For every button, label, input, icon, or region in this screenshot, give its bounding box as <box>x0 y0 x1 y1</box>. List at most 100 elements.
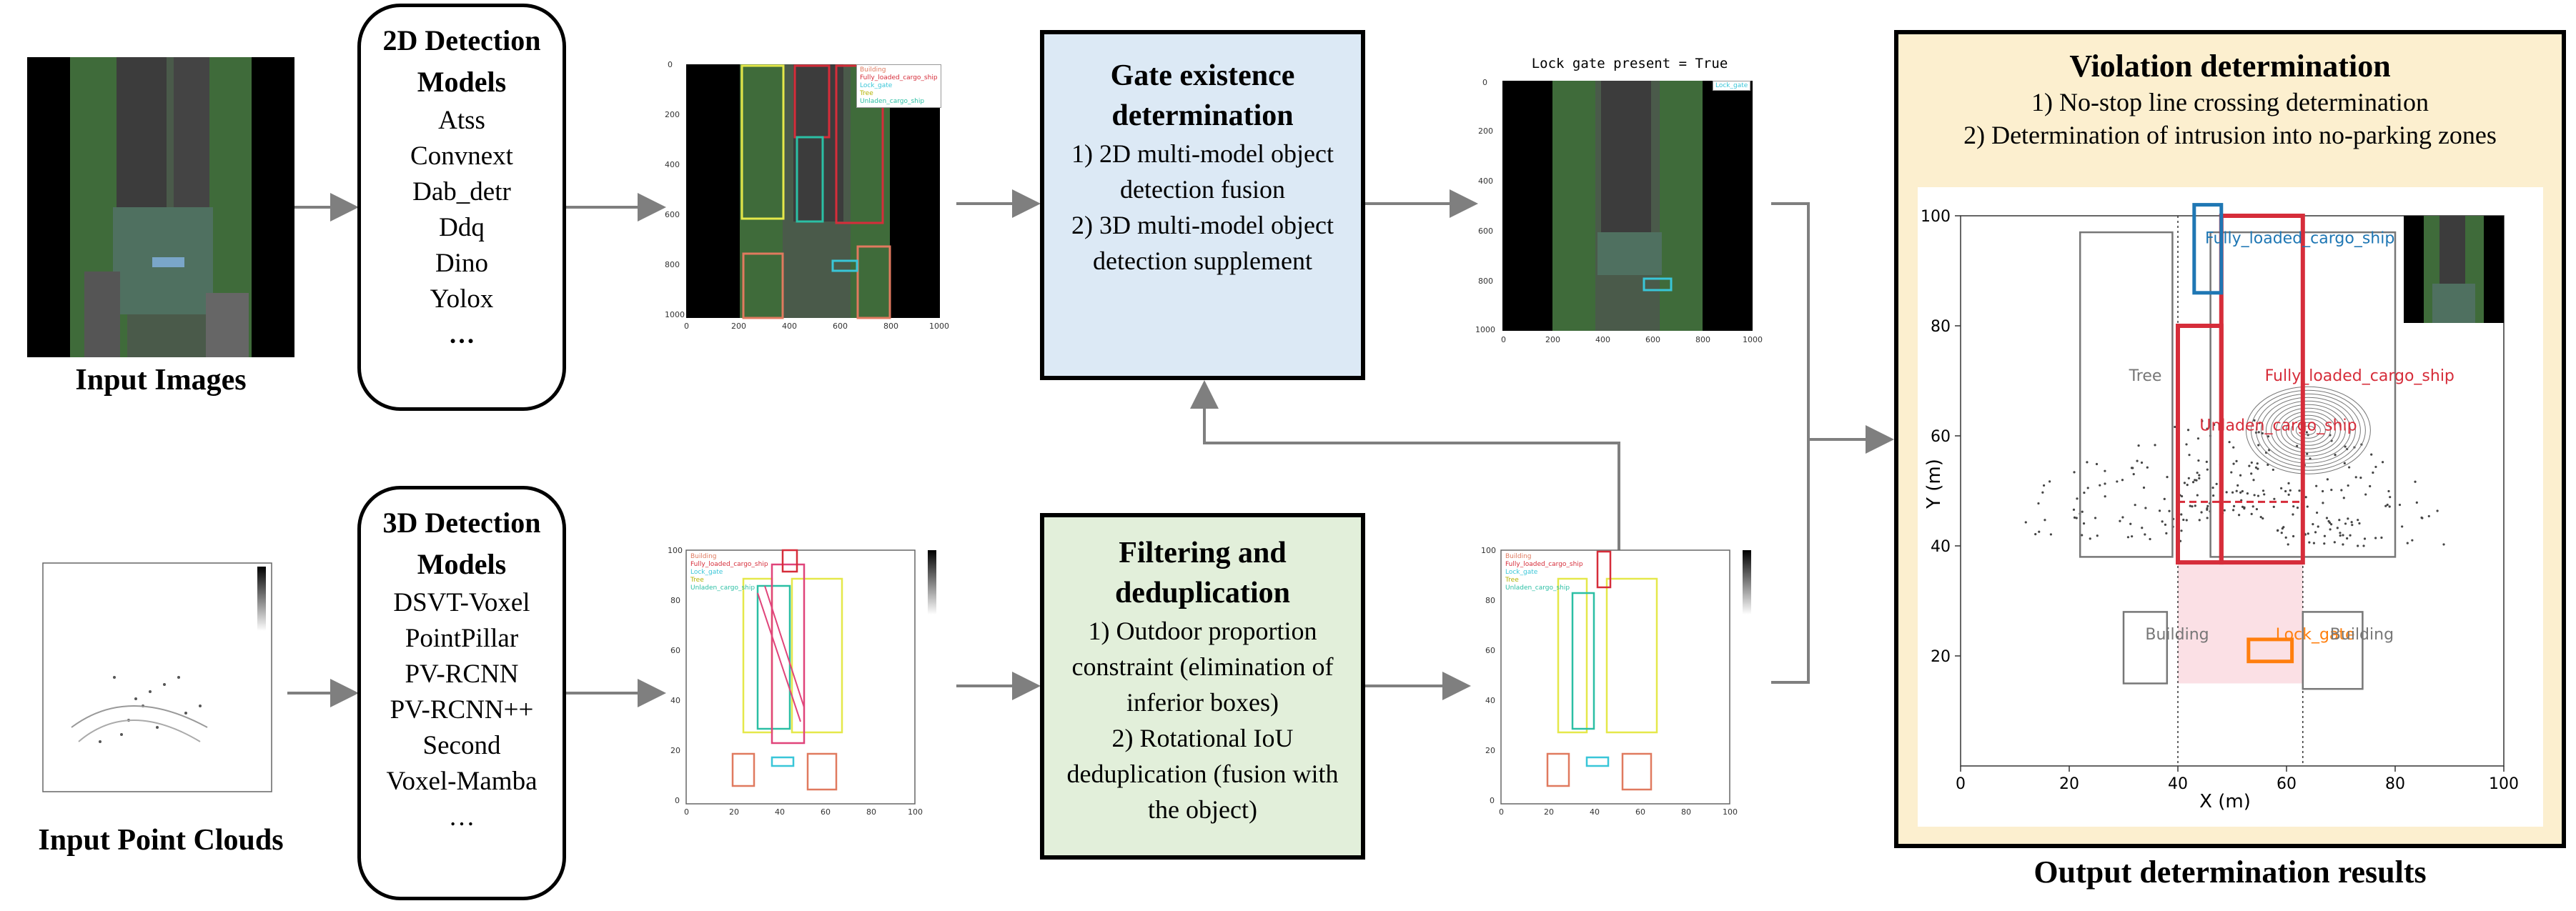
point-cloud-point <box>2166 476 2169 479</box>
x-tick: 80 <box>1681 807 1691 817</box>
point-cloud-point <box>2287 482 2290 484</box>
point-cloud-point <box>2358 522 2361 525</box>
x-tick: 80 <box>866 807 876 817</box>
model-item: Atss <box>438 106 485 135</box>
3d-models-list: DSVT-Voxel PointPillar PV-RCNN PV-RCNN++… <box>361 585 563 835</box>
violation-title: Violation determination <box>2069 49 2391 84</box>
box-label: Fully_loaded_cargo_ship <box>2205 230 2394 248</box>
legend-entry: Building <box>1505 553 1532 560</box>
legend-entry: Unladen_cargo_ship <box>860 98 925 105</box>
point-cloud-point <box>2185 443 2188 446</box>
point-cloud-point <box>2351 524 2354 527</box>
3d-detection-result: Building Fully_loaded_cargo_ship Lock_ga… <box>665 543 958 829</box>
point-cloud-point <box>2380 536 2383 539</box>
point-cloud-point <box>2347 484 2349 487</box>
point-cloud-point <box>2042 484 2046 487</box>
y-tick-label: 40 <box>1931 538 1951 556</box>
point-cloud-point <box>2185 519 2188 522</box>
point-cloud-point <box>2044 519 2046 522</box>
point-cloud-point <box>2198 519 2201 522</box>
point-cloud-ring <box>2255 393 2361 467</box>
point-cloud-point <box>2213 423 2216 427</box>
point-cloud-point <box>2140 461 2144 464</box>
point-cloud-point <box>2346 537 2349 540</box>
legend-entry: Unladen_cargo_ship <box>690 584 756 592</box>
point-cloud-point <box>2344 445 2347 448</box>
point-cloud-point <box>2255 507 2259 511</box>
point-cloud-point <box>2386 503 2389 507</box>
point-cloud-point <box>2252 479 2255 482</box>
point-cloud-point <box>2183 482 2186 484</box>
point-cloud-point <box>2081 510 2084 513</box>
point-cloud-point <box>2250 461 2253 464</box>
x-tick: 40 <box>775 807 785 817</box>
point-cloud-point <box>2142 486 2146 489</box>
y-tick: 0 <box>668 60 673 69</box>
point-cloud-point <box>2261 432 2264 435</box>
point-cloud-point <box>2357 544 2359 547</box>
point-cloud-point <box>2401 525 2404 528</box>
point-cloud-point <box>2364 493 2367 496</box>
model-item: DSVT-Voxel <box>393 588 530 617</box>
y-tick: 200 <box>1478 126 1493 136</box>
point-cloud-point <box>2232 462 2235 465</box>
point-cloud-ring <box>2245 386 2371 474</box>
y-tick: 800 <box>665 260 680 269</box>
point-cloud-point <box>2206 517 2209 519</box>
point-cloud-point <box>2095 462 2099 466</box>
point-cloud-point <box>2344 522 2347 525</box>
x-tick: 800 <box>883 322 898 331</box>
point-cloud-point <box>2149 537 2151 541</box>
point-cloud-point <box>2131 535 2134 538</box>
point-cloud-point <box>2121 516 2124 519</box>
legend-filtered: Building Fully_loaded_cargo_ship Lock_ga… <box>1505 553 1583 592</box>
box-label: Building <box>2330 626 2394 644</box>
point-cloud-point <box>2259 516 2262 519</box>
point-cloud-point <box>2257 431 2260 434</box>
detection-box <box>2192 203 2224 295</box>
gate-existence-box: Gate existence determination 1) 2D multi… <box>1040 30 1365 380</box>
point-cloud-point <box>2357 519 2359 522</box>
point-cloud-point <box>2189 504 2191 507</box>
point-cloud-point <box>2256 462 2259 465</box>
point-cloud-point <box>2257 494 2260 497</box>
point-cloud-point <box>2241 505 2244 508</box>
point-cloud-point <box>2161 520 2164 523</box>
detection-box <box>2079 231 2174 558</box>
point-cloud-point <box>2257 444 2260 447</box>
point-cloud-point <box>2292 513 2294 516</box>
detection-box <box>2219 214 2305 565</box>
point-cloud-point <box>2325 517 2329 519</box>
y-tick: 80 <box>1485 596 1495 605</box>
point-cloud-point <box>2119 519 2121 522</box>
y-tick: 100 <box>1481 546 1496 555</box>
point-cloud-point <box>2196 472 2199 474</box>
point-cloud-point <box>2374 465 2377 469</box>
filter-box-title: Filtering and deduplication <box>1114 537 1291 609</box>
point-cloud-point <box>2228 441 2231 444</box>
y-tick-label: 20 <box>1931 648 1951 666</box>
point-cloud-point <box>2243 506 2246 509</box>
point-cloud-point <box>2126 536 2130 539</box>
y-tick: 200 <box>665 110 680 119</box>
point-cloud-point <box>2236 484 2239 487</box>
x-tick: 60 <box>821 807 831 817</box>
legend-entry: Building <box>690 553 717 560</box>
y-tick: 400 <box>665 160 680 169</box>
point-cloud-point <box>2137 444 2140 447</box>
y-tick-label: 60 <box>1931 428 1951 446</box>
inset-thumbnail-ship <box>2439 216 2465 284</box>
3d-models-box: 3D Detection Models DSVT-Voxel PointPill… <box>357 486 566 900</box>
filter-box-line: 2) Rotational IoU deduplication (fusion … <box>1066 724 1339 824</box>
violation-line: 1) No-stop line crossing determination <box>2031 88 2429 116</box>
x-tick: 40 <box>1590 807 1600 817</box>
point-cloud-point <box>2314 531 2317 534</box>
y-tick: 60 <box>1485 646 1495 655</box>
legend-entry: Unladen_cargo_ship <box>1505 584 1570 592</box>
point-cloud-point <box>2235 489 2238 492</box>
x-tick: 0 <box>684 807 689 817</box>
x-tick-label: 40 <box>2168 775 2188 793</box>
point-cloud-point <box>2225 491 2228 494</box>
point-cloud-point <box>2146 466 2149 469</box>
point-cloud-point <box>2354 476 2357 479</box>
